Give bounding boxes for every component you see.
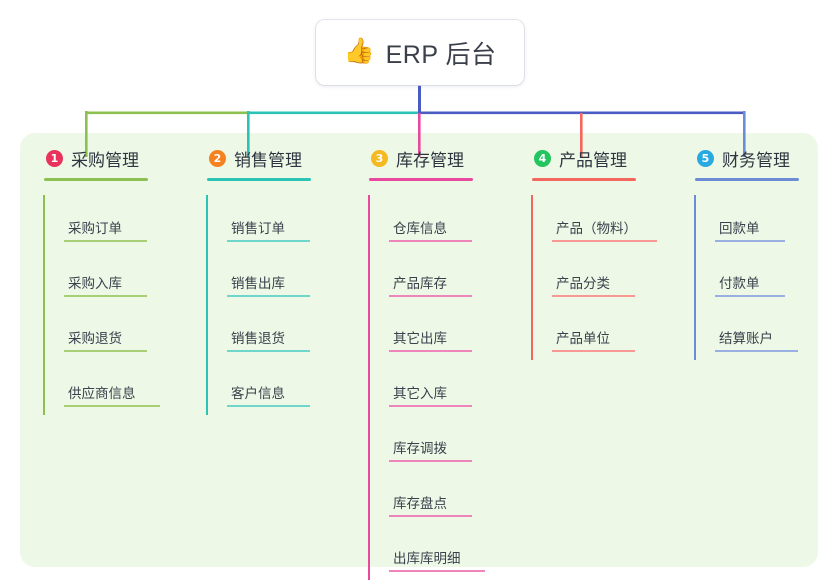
column-finance: 5 财务管理 回款单 付款单 结算账户 xyxy=(693,146,799,360)
column-spine-1 xyxy=(43,195,45,415)
item-label: 采购退货 xyxy=(68,331,122,346)
item-rule xyxy=(227,240,310,242)
root-stem xyxy=(418,85,421,113)
item-label: 库存调拨 xyxy=(393,441,447,456)
item-rule xyxy=(64,350,147,352)
column-title-2: 销售管理 xyxy=(234,151,302,170)
item-rule xyxy=(389,295,472,297)
column-rule-2 xyxy=(207,178,311,181)
item-label: 库存盘点 xyxy=(393,496,447,511)
column-title-3: 库存管理 xyxy=(396,151,464,170)
item-rule xyxy=(552,350,635,352)
item-rule xyxy=(715,350,798,352)
column-rule-1 xyxy=(44,178,148,181)
root-node[interactable]: 👍 ERP 后台 xyxy=(316,20,524,85)
item-label: 产品单位 xyxy=(556,331,610,346)
item-label: 仓库信息 xyxy=(393,221,447,236)
column-sales: 2 销售管理 销售订单 销售出库 销售退货 客户信息 xyxy=(205,146,311,415)
column-spine-5 xyxy=(694,195,696,360)
bus-segment-1 xyxy=(85,111,250,115)
column-inventory: 3 库存管理 仓库信息 产品库存 其它出库 其它入库 库存调拨 xyxy=(367,146,485,580)
item-label: 产品（物料） xyxy=(556,221,637,236)
column-header-2[interactable]: 2 销售管理 xyxy=(205,146,311,181)
column-spine-2 xyxy=(206,195,208,415)
column-badge-2: 2 xyxy=(209,150,226,167)
item-label: 其它入库 xyxy=(393,386,447,401)
item-label: 采购订单 xyxy=(68,221,122,236)
item-rule xyxy=(389,240,472,242)
item-label: 产品库存 xyxy=(393,276,447,291)
item-label: 供应商信息 xyxy=(68,386,136,401)
item-rule xyxy=(552,240,657,242)
column-badge-5: 5 xyxy=(697,150,714,167)
column-header-3[interactable]: 3 库存管理 xyxy=(367,146,473,181)
item-rule xyxy=(389,570,485,572)
item-rule xyxy=(715,240,785,242)
item-label: 采购入库 xyxy=(68,276,122,291)
column-title-5: 财务管理 xyxy=(722,151,790,170)
column-spine-3 xyxy=(368,195,370,580)
item-rule xyxy=(227,295,310,297)
item-rule xyxy=(64,240,147,242)
column-header-4[interactable]: 4 产品管理 xyxy=(530,146,636,181)
item-rule xyxy=(227,350,310,352)
item-label: 销售退货 xyxy=(231,331,285,346)
bus-segment-3 xyxy=(418,111,745,115)
column-rule-4 xyxy=(532,178,636,181)
column-title-4: 产品管理 xyxy=(559,151,627,170)
column-purchasing: 1 采购管理 采购订单 采购入库 采购退货 供应商信息 xyxy=(42,146,160,415)
item-rule xyxy=(715,295,785,297)
item-rule xyxy=(389,350,472,352)
item-label: 产品分类 xyxy=(556,276,610,291)
item-label: 销售订单 xyxy=(231,221,285,236)
column-rule-5 xyxy=(695,178,799,181)
item-rule xyxy=(552,295,635,297)
modules-panel xyxy=(20,133,818,567)
column-header-5[interactable]: 5 财务管理 xyxy=(693,146,799,181)
item-label: 付款单 xyxy=(719,276,760,291)
item-rule xyxy=(389,405,472,407)
column-badge-1: 1 xyxy=(46,150,63,167)
column-spine-4 xyxy=(531,195,533,360)
item-rule xyxy=(227,405,310,407)
column-product: 4 产品管理 产品（物料） 产品分类 产品单位 xyxy=(530,146,657,360)
item-label: 客户信息 xyxy=(231,386,285,401)
column-badge-3: 3 xyxy=(371,150,388,167)
column-title-1: 采购管理 xyxy=(71,151,139,170)
item-label: 回款单 xyxy=(719,221,760,236)
item-label: 其它出库 xyxy=(393,331,447,346)
item-label: 结算账户 xyxy=(719,331,773,346)
item-rule xyxy=(389,515,472,517)
thumbs-up-icon: 👍 xyxy=(343,37,375,65)
column-rule-3 xyxy=(369,178,473,181)
item-rule xyxy=(64,405,160,407)
item-label: 销售出库 xyxy=(231,276,285,291)
item-label: 出库库明细 xyxy=(393,551,461,566)
bus-segment-2 xyxy=(248,111,420,115)
column-header-1[interactable]: 1 采购管理 xyxy=(42,146,148,181)
item-rule xyxy=(389,460,472,462)
column-badge-4: 4 xyxy=(534,150,551,167)
item-rule xyxy=(64,295,147,297)
root-title: ERP 后台 xyxy=(385,40,497,69)
